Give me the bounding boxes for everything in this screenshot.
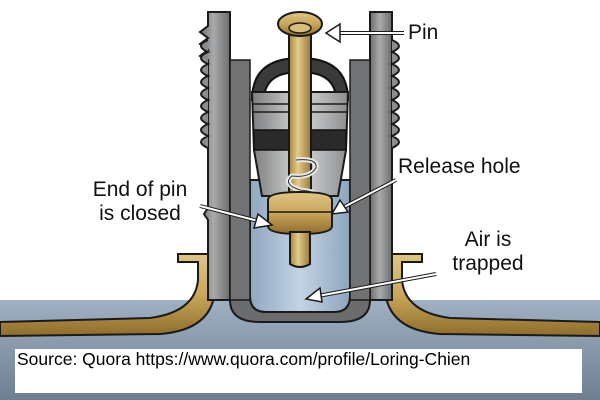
left-flange [0, 253, 216, 338]
arrow-end-of-pin [199, 204, 274, 229]
label-end-of-pin: End of pin is closed [78, 178, 202, 226]
right-threads [389, 39, 400, 149]
label-pin: Pin [408, 21, 439, 44]
left-threads [200, 39, 211, 149]
label-end-of-pin-line1: End of pin [92, 178, 188, 201]
pin-tip [289, 231, 311, 268]
right-stem-wall [369, 11, 393, 301]
source-caption-box: Source: Quora https://www.quora.com/prof… [15, 349, 582, 393]
label-air-line2: trapped [452, 252, 524, 275]
right-flange [384, 253, 600, 338]
label-release-hole: Release hole [398, 155, 521, 178]
label-end-of-pin-line2: is closed [99, 202, 181, 225]
pin-end-seal [267, 190, 333, 236]
inner-wall-left [229, 59, 251, 301]
label-air-line1: Air is [464, 228, 512, 251]
pin-head-inner [288, 22, 312, 34]
inner-wall-right [349, 59, 371, 301]
arrow-release-hole [330, 178, 397, 215]
arrow-pin [324, 22, 404, 44]
label-air-trapped: Air is trapped [443, 228, 533, 276]
source-caption: Source: Quora https://www.quora.com/prof… [17, 349, 471, 369]
arrow-air [304, 272, 437, 303]
